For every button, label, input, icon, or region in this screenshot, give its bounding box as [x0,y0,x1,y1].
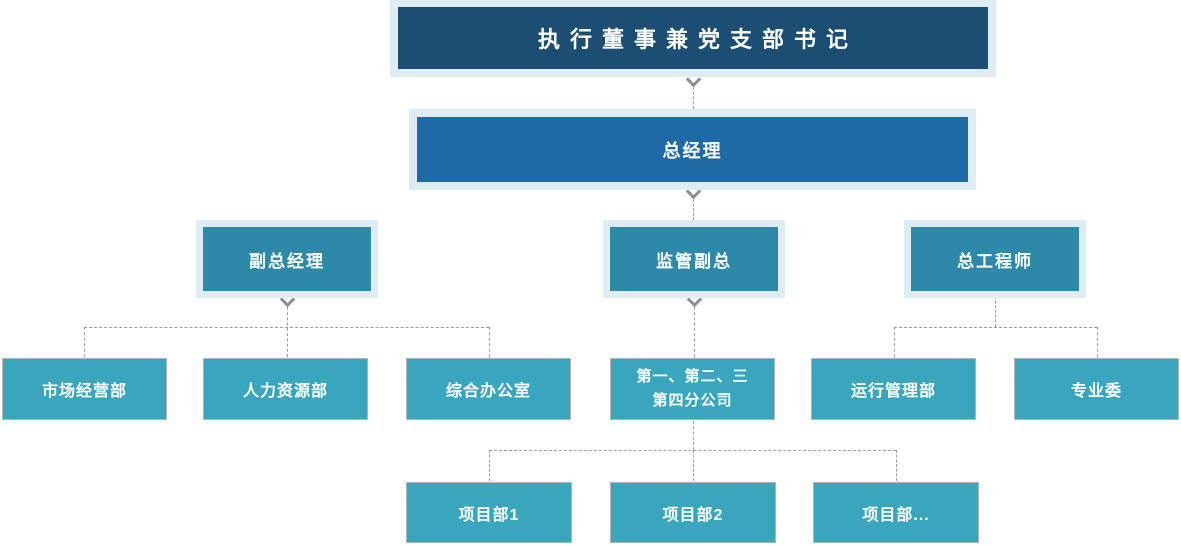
connector-line [84,327,85,357]
connector-line [693,450,694,481]
connector-line [693,199,694,220]
node-professional-committee: 专业委 [1014,358,1179,420]
chevron-down-icon [686,291,703,308]
node-project-dept-more: 项目部... [813,482,979,543]
node-label-line2: 第四分公司 [652,392,733,409]
node-deputy-general-manager: 副总经理 [203,227,371,291]
connector-line [489,327,490,357]
node-general-manager: 总经理 [417,117,968,182]
node-label-line1: 第一、第二、三 [636,368,749,385]
chevron-down-icon [279,291,296,308]
node-general-office: 综合办公室 [406,358,571,420]
connector-line [1097,327,1098,357]
connector-line [896,450,897,481]
node-project-dept-1: 项目部1 [406,482,572,543]
connector-line [84,327,489,328]
node-label: 副总经理 [249,251,325,271]
node-label: 项目部... [862,506,930,524]
node-market-operations-dept: 市场经营部 [2,358,167,420]
node-chief-engineer: 总工程师 [911,227,1079,291]
node-supervision-deputy: 监管副总 [610,227,778,291]
chevron-down-icon [685,71,702,88]
node-label: 项目部1 [458,506,520,524]
node-branch-companies: 第一、第二、三 第四分公司 [610,358,775,420]
node-human-resources-dept: 人力资源部 [203,358,368,420]
connector-line [693,421,694,450]
node-label: 综合办公室 [445,383,531,400]
connector-line [894,327,1097,328]
node-label: 第一、第二、三 第四分公司 [636,365,748,413]
node-label: 市场经营部 [41,383,127,400]
node-project-dept-2: 项目部2 [610,482,776,543]
node-label: 监管副总 [656,251,732,271]
connector-line [287,307,288,357]
node-label: 人力资源部 [242,383,328,400]
connector-line [995,291,996,327]
node-operations-management-dept: 运行管理部 [811,358,976,420]
connector-line [894,327,895,357]
node-label: 总工程师 [957,251,1033,271]
node-label: 总经理 [662,140,723,161]
chevron-down-icon [685,183,702,200]
connector-line [693,87,694,109]
connector-line [489,450,896,451]
node-executive-director: 执行董事兼党支部书记 [398,7,988,69]
node-label: 项目部2 [662,506,724,524]
connector-line [694,307,695,357]
node-label: 运行管理部 [850,383,936,400]
node-label: 执行董事兼党支部书记 [537,27,858,52]
node-label: 专业委 [1070,383,1122,400]
connector-line [489,450,490,481]
